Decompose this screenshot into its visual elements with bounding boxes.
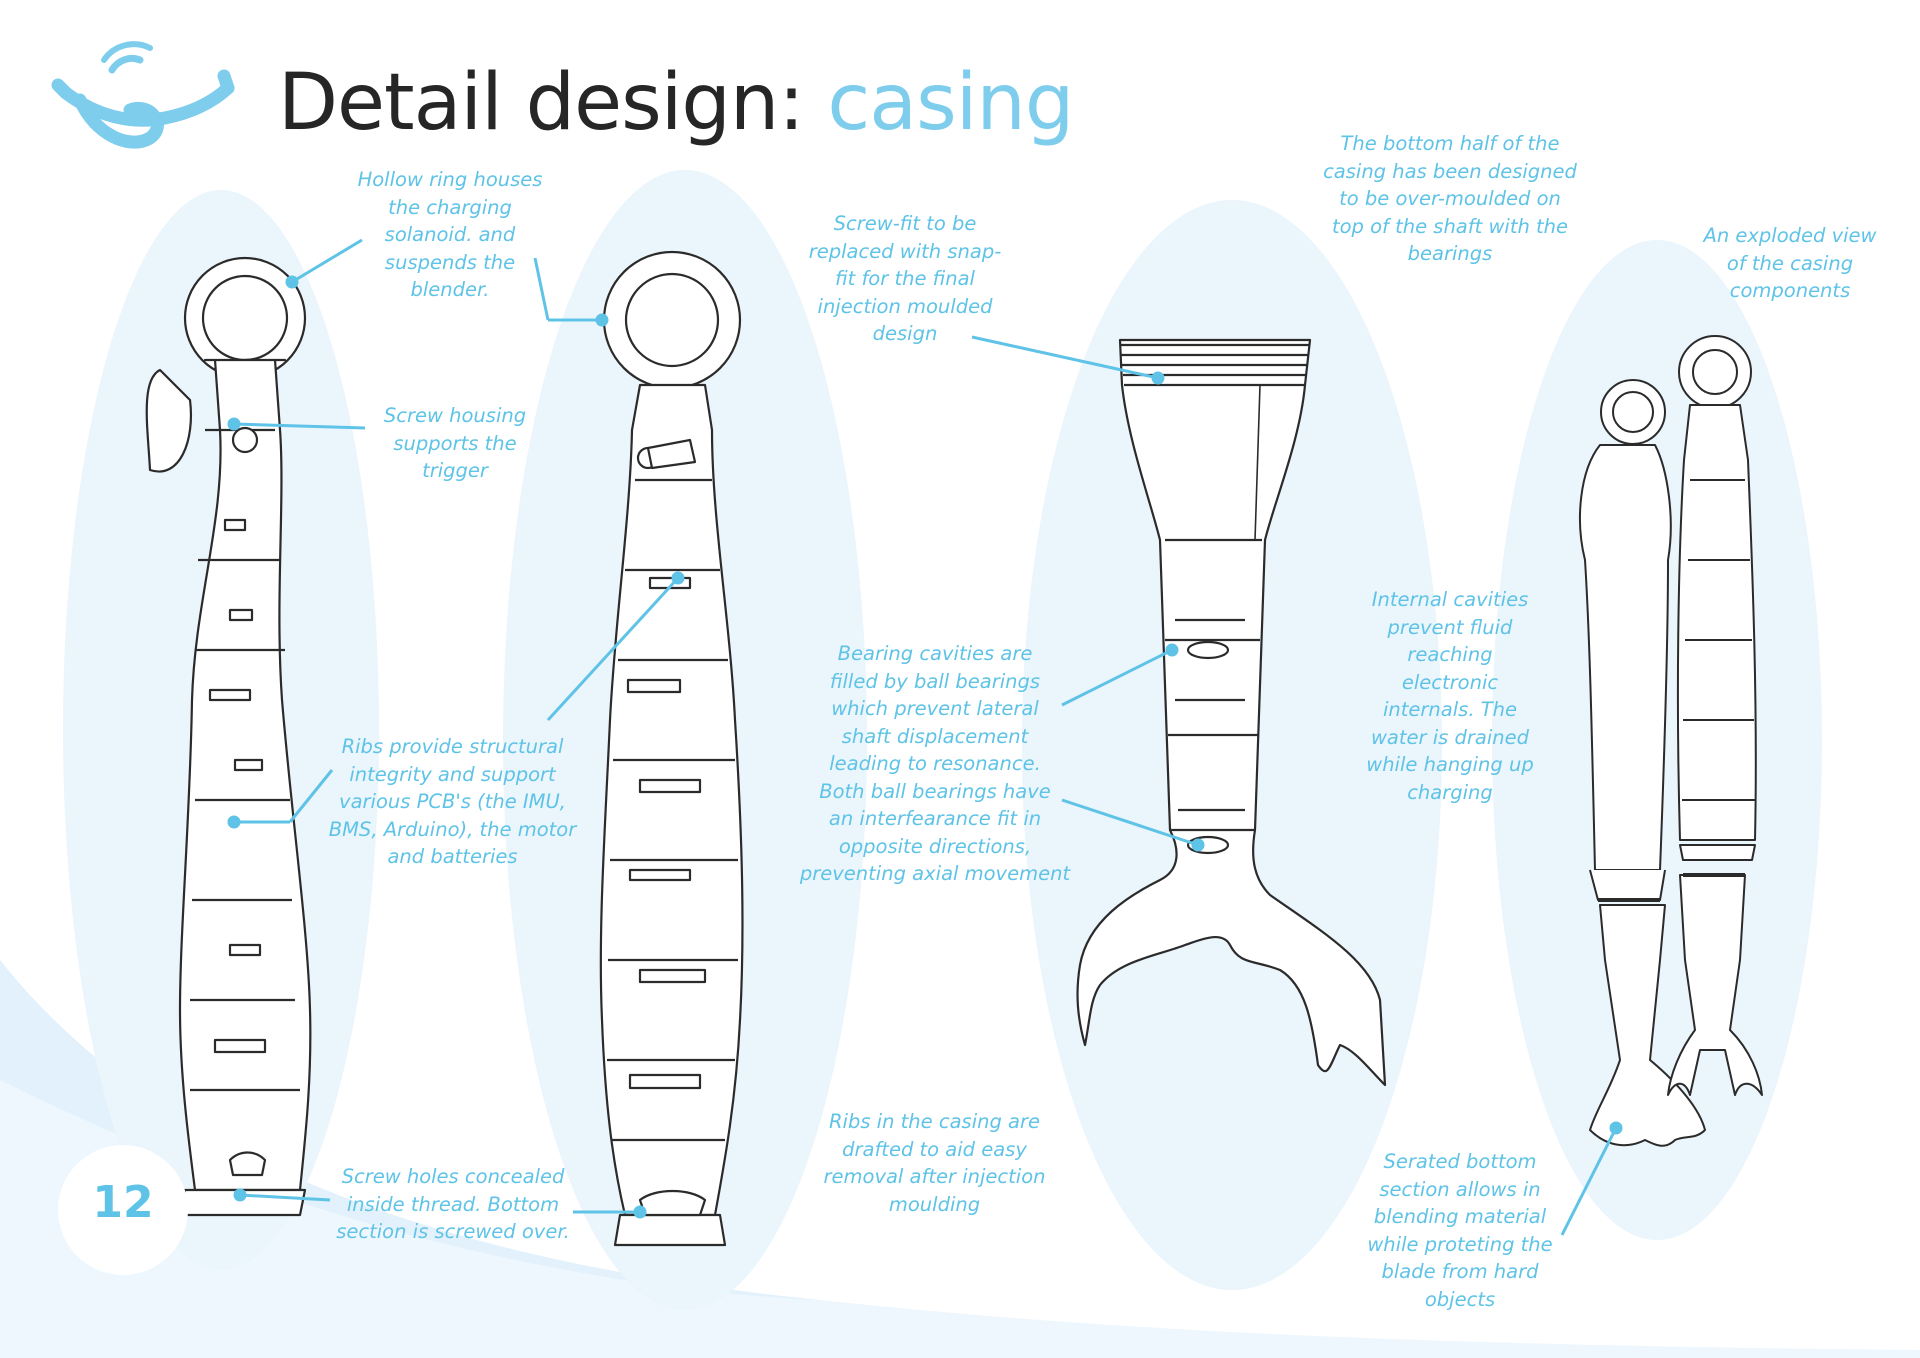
annotation-line: Screw housing [383, 404, 527, 427]
annotation-line: components [1729, 279, 1851, 302]
annotation-line: section is screwed over. [336, 1220, 570, 1243]
annotation-line: opposite directions, [838, 834, 1032, 858]
annotation-screw-fit: Screw-fit to be replaced with snap- fit … [790, 210, 1020, 348]
annotation-line: solanoid. and [384, 223, 516, 246]
annotation-internal-cavities: Internal cavities prevent fluid reaching… [1340, 586, 1560, 806]
annotation-line: An exploded view [1703, 224, 1877, 247]
annotation-line: design [872, 322, 938, 345]
annotation-line: The bottom half of the [1340, 132, 1560, 155]
annotation-line: to be over-moulded on [1339, 187, 1561, 210]
annotation-line: reaching [1407, 643, 1493, 666]
annotation-line: various PCB's (the IMU, [339, 790, 566, 813]
annotation-line: of the casing [1726, 251, 1854, 275]
annotation-line: BMS, Arduino), the motor [328, 817, 577, 841]
annotation-line: objects [1424, 1287, 1496, 1311]
annotation-serrated-bottom: Serated bottom section allows in blendin… [1350, 1148, 1570, 1313]
annotation-line: while proteting the [1367, 1232, 1553, 1256]
annotation-line: shaft displacement [841, 724, 1029, 748]
annotation-line: trigger [422, 459, 488, 482]
annotation-line: bearings [1407, 242, 1493, 265]
annotation-line: which prevent lateral [831, 697, 1039, 720]
annotation-bearing-cavities: Bearing cavities are filled by ball bear… [790, 640, 1080, 888]
annotation-line: inside thread. Bottom [346, 1192, 560, 1216]
background-swoosh [0, 960, 1920, 1358]
annotation-screw-housing: Screw housing supports the trigger [355, 402, 555, 485]
annotation-line: supports the [393, 431, 517, 455]
annotation-line: an interfearance fit in [828, 807, 1042, 830]
annotation-line: casing has been designed [1323, 159, 1577, 183]
annotation-line: charging [1407, 780, 1493, 804]
annotation-line: Hollow ring houses [357, 168, 543, 191]
exploded-view-drawing [1579, 335, 1763, 1147]
annotation-line: filled by ball bearings [829, 669, 1041, 693]
annotation-line: prevent fluid [1387, 615, 1513, 639]
annotation-exploded-view: An exploded view of the casing component… [1700, 222, 1880, 305]
casing-half-inner-drawing [599, 250, 744, 1247]
annotation-line: Serated bottom [1383, 1150, 1537, 1173]
annotation-line: suspends the [384, 250, 516, 274]
annotation-line: while hanging up [1366, 753, 1534, 776]
annotation-line: Ribs in the casing are [828, 1110, 1041, 1133]
annotation-line: Ribs provide structural [341, 735, 564, 758]
annotation-over-moulded: The bottom half of the casing has been d… [1315, 130, 1585, 268]
annotation-line: leading to resonance. [829, 752, 1041, 775]
casing-half-handle-drawing [145, 256, 312, 1217]
page-number-badge: 12 [58, 1145, 188, 1275]
annotation-line: drafted to aid easy [842, 1137, 1027, 1161]
annotation-line: Both ball bearings have [819, 779, 1051, 803]
annotation-line: removal after injection [823, 1165, 1046, 1188]
annotation-line: the charging [388, 195, 512, 219]
annotation-line: Internal cavities [1371, 588, 1529, 611]
page-title-main: Detail design: [278, 58, 828, 148]
leader-lines [227, 238, 1623, 1236]
annotation-line: section allows in [1379, 1177, 1541, 1201]
annotation-line: electronic [1401, 670, 1499, 694]
annotation-line: preventing axial movement [799, 862, 1071, 885]
annotation-line: blade from hard [1381, 1260, 1539, 1283]
annotation-line: Screw holes concealed [341, 1165, 565, 1188]
annotation-line: injection moulded [817, 294, 993, 318]
annotation-line: Screw-fit to be [833, 212, 977, 235]
annotation-line: blending material [1373, 1205, 1547, 1228]
page-number: 12 [92, 1177, 154, 1228]
page-title: Detail design: casing [278, 58, 1074, 148]
annotation-line: blender. [410, 278, 490, 301]
annotation-line: internals. The [1383, 698, 1517, 721]
annotation-line: moulding [888, 1192, 981, 1216]
annotation-line: fit for the final [835, 267, 975, 290]
annotation-line: and batteries [387, 845, 518, 868]
annotation-ribs-structural: Ribs provide structural integrity and su… [325, 733, 580, 871]
annotation-line: Bearing cavities are [837, 642, 1033, 665]
annotation-line: replaced with snap- [808, 239, 1002, 263]
annotation-line: water is drained [1370, 725, 1530, 749]
annotation-hollow-ring: Hollow ring houses the charging solanoid… [340, 166, 560, 304]
annotation-line: integrity and support [349, 762, 556, 786]
annotation-line: top of the shaft with the [1331, 214, 1569, 238]
page-title-accent: casing [827, 58, 1074, 148]
annotation-ribs-drafted: Ribs in the casing are drafted to aid ea… [812, 1108, 1057, 1218]
smiling-blender-logo-icon [51, 41, 235, 149]
annotation-screw-holes: Screw holes concealed inside thread. Bot… [328, 1163, 578, 1246]
